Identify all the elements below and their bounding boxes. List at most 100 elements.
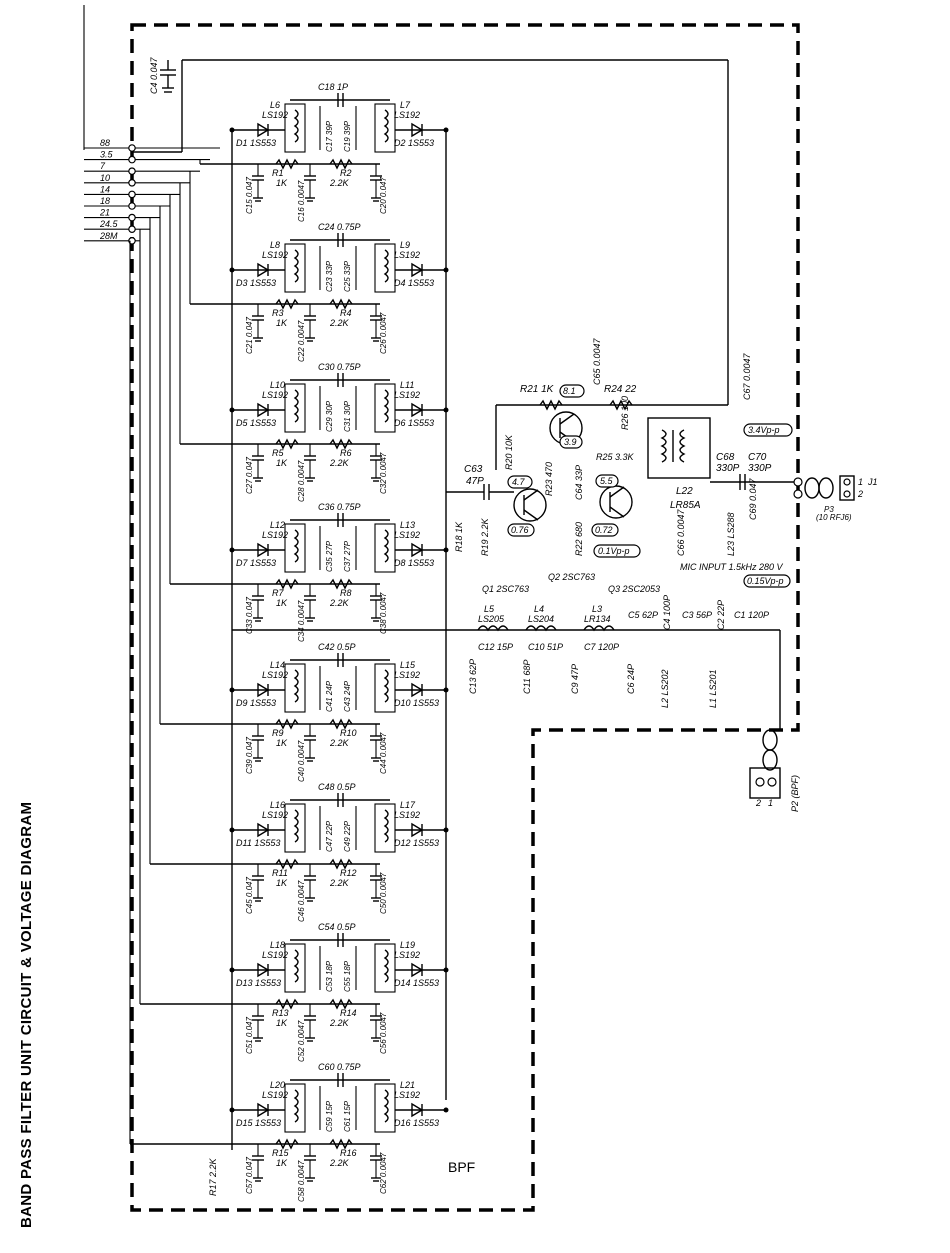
r17-label: R17 2.2K <box>208 1157 218 1196</box>
coil-left-label: L8 <box>270 240 280 250</box>
coil-right-type: LS192 <box>394 110 420 120</box>
q3-transistor <box>599 485 633 519</box>
voltage-0.76: 0.76 <box>511 525 529 535</box>
coil-left-type: LS192 <box>262 530 288 540</box>
j1-pin1: 1 <box>858 477 863 487</box>
l4-type: LS204 <box>528 614 554 624</box>
diode-left <box>257 682 270 698</box>
c1-label: C1 120P <box>734 610 769 620</box>
band-label: 10 <box>100 173 110 183</box>
band-terminal <box>128 225 136 234</box>
diode-right-label: D14 1S553 <box>394 978 439 988</box>
diode-right-label: D10 1S553 <box>394 698 439 708</box>
l1-label: L1 LS201 <box>708 669 718 708</box>
band-label: 7 <box>100 161 106 171</box>
diode-right-label: D16 1S553 <box>394 1118 439 1128</box>
band-label: 14 <box>100 184 110 194</box>
l22-type: LR85A <box>670 500 701 511</box>
q2-transistor <box>513 488 547 522</box>
diode-left-label: D1 1S553 <box>236 138 276 148</box>
cap-b2-label: C52 0.0047 <box>297 1020 306 1062</box>
diode-right <box>411 822 424 838</box>
coil-left-label: L16 <box>270 800 285 810</box>
j1-pin2: 2 <box>857 489 863 499</box>
cap-right-label: C31 30P <box>343 400 352 432</box>
band-terminal <box>128 213 136 222</box>
diode-right <box>411 122 424 138</box>
diode-left-label: D7 1S553 <box>236 558 276 568</box>
diode-right <box>411 962 424 978</box>
coil-right-type: LS192 <box>394 530 420 540</box>
res-left-label: R15 <box>272 1148 290 1158</box>
cap-b1-label: C27 0.047 <box>245 457 254 494</box>
res-left-value: 1K <box>276 598 288 608</box>
p2-pin1: 1 <box>768 798 773 808</box>
res-mid-label: R12 <box>340 868 357 878</box>
diode-left <box>257 122 270 138</box>
coil-left-type: LS192 <box>262 110 288 120</box>
c13-label: C13 62P <box>468 659 478 694</box>
cap-b1-label: C45 0.047 <box>245 877 254 914</box>
cap-top-label: C24 0.75P <box>318 222 361 232</box>
cap-b2-label: C22 0.0047 <box>297 320 306 362</box>
band-label: 88 <box>100 138 110 148</box>
res-left-label: R5 <box>272 448 284 458</box>
cap-b1-label: C51 0.047 <box>245 1017 254 1054</box>
res-left-value: 1K <box>276 318 288 328</box>
res-mid-label: R16 <box>340 1148 357 1158</box>
coil-right-label: L9 <box>400 240 410 250</box>
cap-b3-label: C38 0.0047 <box>379 592 388 634</box>
res-left-value: 1K <box>276 458 288 468</box>
cap-left-label: C17 39P <box>325 120 334 152</box>
cap-b2-label: C58 0.0047 <box>297 1160 306 1202</box>
band-terminal <box>128 202 136 210</box>
cap-left-label: C59 15P <box>325 1100 334 1132</box>
q2-label: Q2 2SC763 <box>548 572 595 582</box>
res-left-label: R11 <box>272 868 288 878</box>
cap-b1-label: C15 0.047 <box>245 177 254 214</box>
cap-top-label: C36 0.75P <box>318 502 361 512</box>
c4-label: C4 0.047 <box>149 56 159 94</box>
c63-value: 47P <box>466 476 484 487</box>
diode-left <box>257 822 270 838</box>
coil-right-type: LS192 <box>394 950 420 960</box>
c2-label: C2 22P <box>716 600 726 630</box>
diode-right <box>411 542 424 558</box>
q1-label: Q1 2SC763 <box>482 584 529 594</box>
c70-label: C70 <box>748 452 767 463</box>
c63-label: C63 <box>464 464 483 475</box>
cap-b1-label: C21 0.047 <box>245 317 254 354</box>
c9-label: C9 47P <box>570 664 580 694</box>
band-label: 24.5 <box>99 219 119 229</box>
c64-label: C64 33P <box>574 465 584 500</box>
j1-label: J1 <box>867 477 878 487</box>
band-terminal <box>128 179 136 187</box>
cap-right-label: C25 33P <box>343 260 352 292</box>
coil-right-label: L21 <box>400 1080 415 1090</box>
voltage-4.7: 4.7 <box>512 477 526 487</box>
coil-right-type: LS192 <box>394 670 420 680</box>
l3-type: LR134 <box>584 614 611 624</box>
res-left-value: 1K <box>276 178 288 188</box>
diode-right <box>411 682 424 698</box>
c10-label: C10 51P <box>528 642 563 652</box>
diode-right <box>411 262 424 278</box>
c65-label: C65 0.0047 <box>592 337 602 385</box>
r22-label: R22 680 <box>574 522 584 556</box>
cap-b3-label: C20 0.047 <box>379 177 388 214</box>
lpf-section: L5 LS205 L4 LS204 L3 LR134 C12 15P C10 5… <box>468 595 800 812</box>
res-left-label: R9 <box>272 728 284 738</box>
cap-b3-label: C32 0.0047 <box>379 452 388 494</box>
r25-label: R25 3.3K <box>596 452 635 462</box>
cap-b2-label: C40 0.0047 <box>297 740 306 782</box>
coil-left-type: LS192 <box>262 390 288 400</box>
cap-top-label: C18 1P <box>318 82 348 92</box>
coil-right-label: L17 <box>400 800 416 810</box>
band-terminal <box>128 167 136 176</box>
c67-label: C67 0.0047 <box>742 352 752 400</box>
band-label: 21 <box>99 208 110 218</box>
